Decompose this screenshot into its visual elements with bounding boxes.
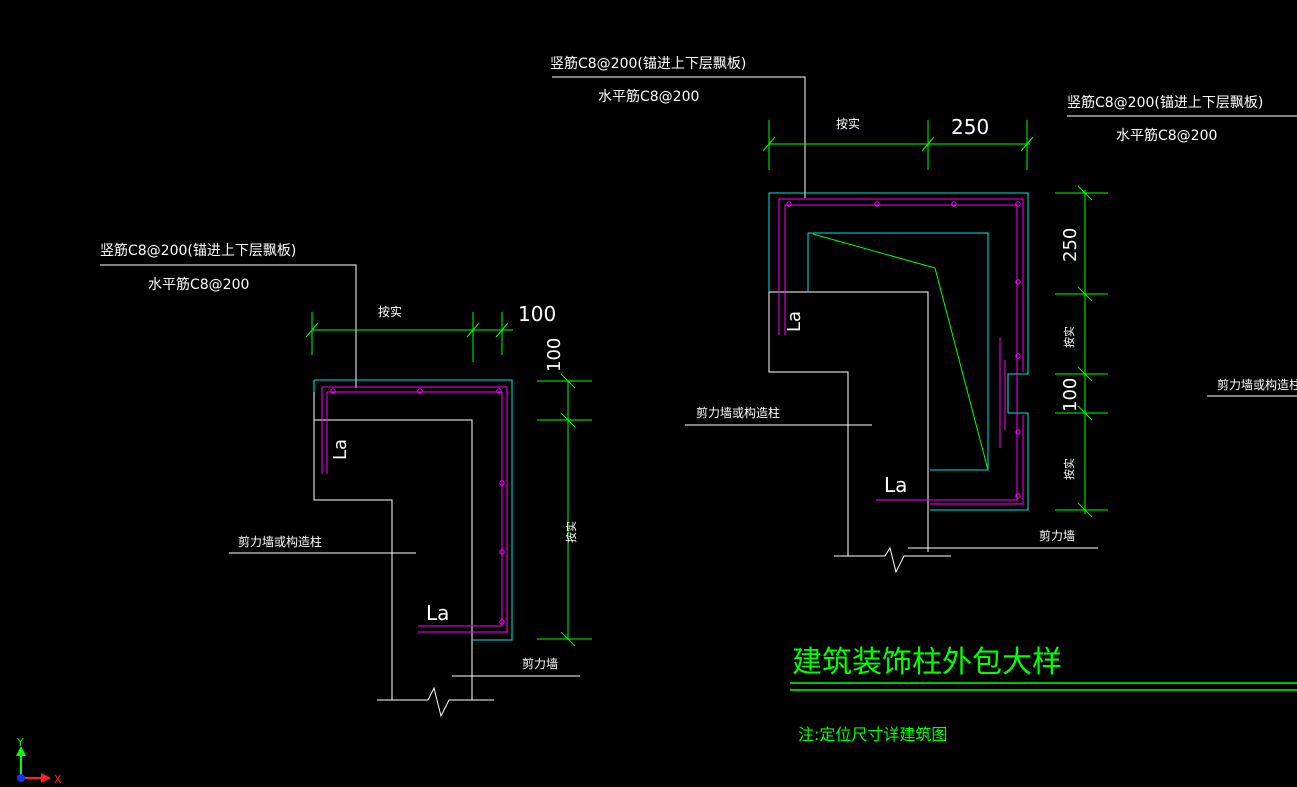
right-wall-label-far: 剪力墙或构造柱 xyxy=(1217,377,1297,392)
left-dim-top-value: 100 xyxy=(518,302,556,326)
left-shear-wall-label: 剪力墙 xyxy=(522,656,558,671)
ucs-x-label: X xyxy=(54,773,62,786)
right-vertical-rebar-note-1: 竖筋C8@200(锚进上下层飘板) xyxy=(550,55,746,72)
right-horizontal-rebar-note-2: 水平筋C8@200 xyxy=(1116,127,1217,144)
right-dim-side-match-1: 按实 xyxy=(1062,326,1076,348)
right-top-dimension xyxy=(762,120,1034,170)
right-rebar xyxy=(778,198,1024,505)
right-dim-top-match: 按实 xyxy=(836,116,860,131)
right-anchorage-upper: La xyxy=(784,311,805,332)
left-wall-outline xyxy=(313,384,494,718)
drawing-title-block: 建筑装饰柱外包大样 注:定位尺寸详建筑图 xyxy=(790,645,1297,744)
drawing-note: 注:定位尺寸详建筑图 xyxy=(798,725,947,744)
right-wall-outline xyxy=(768,291,951,574)
left-anchorage-upper: La xyxy=(330,439,351,460)
right-dim-side-top: 250 xyxy=(1060,228,1081,262)
right-dim-top-value: 250 xyxy=(951,115,989,139)
drawing-title: 建筑装饰柱外包大样 xyxy=(792,645,1062,680)
ucs-y-label: Y xyxy=(16,736,24,749)
right-side-dimension xyxy=(1055,185,1108,518)
right-rebar-leader-1 xyxy=(552,76,806,198)
left-top-dimension xyxy=(305,312,513,362)
right-detail: 竖筋C8@200(锚进上下层飘板) 水平筋C8@200 竖筋C8@200(锚进上… xyxy=(550,55,1297,574)
left-horizontal-rebar-note: 水平筋C8@200 xyxy=(148,276,249,293)
left-rebar xyxy=(321,386,508,633)
left-rebar-dots xyxy=(330,388,505,625)
right-horizontal-rebar-note-1: 水平筋C8@200 xyxy=(598,88,699,105)
right-finish-outline xyxy=(768,192,1029,511)
ucs-axis-icon: Y X xyxy=(16,736,62,786)
left-side-dimension xyxy=(537,373,592,647)
right-dim-side-match-2: 按实 xyxy=(1062,458,1076,480)
left-wall-label: 剪力墙或构造柱 xyxy=(238,534,322,549)
left-detail: 竖筋C8@200(锚进上下层飘板) 水平筋C8@200 按实 100 100 按… xyxy=(100,242,592,718)
right-vertical-rebar-note-2: 竖筋C8@200(锚进上下层飘板) xyxy=(1067,94,1263,111)
right-dim-side-mid: 100 xyxy=(1060,378,1081,412)
right-rebar-dots xyxy=(786,201,1021,499)
left-rebar-leader xyxy=(100,264,357,388)
right-diagonal-tie xyxy=(812,233,989,471)
left-anchorage-lower: La xyxy=(426,601,449,625)
right-shear-wall-label: 剪力墙 xyxy=(1039,528,1075,543)
left-vertical-rebar-note: 竖筋C8@200(锚进上下层飘板) xyxy=(100,242,296,259)
left-dim-side-match: 按实 xyxy=(564,521,578,543)
left-finish-outline xyxy=(313,379,513,641)
left-dim-top-match: 按实 xyxy=(378,304,402,319)
left-dim-side-top: 100 xyxy=(544,338,565,372)
right-wall-label: 剪力墙或构造柱 xyxy=(696,405,780,420)
right-anchorage-lower: La xyxy=(884,473,907,497)
